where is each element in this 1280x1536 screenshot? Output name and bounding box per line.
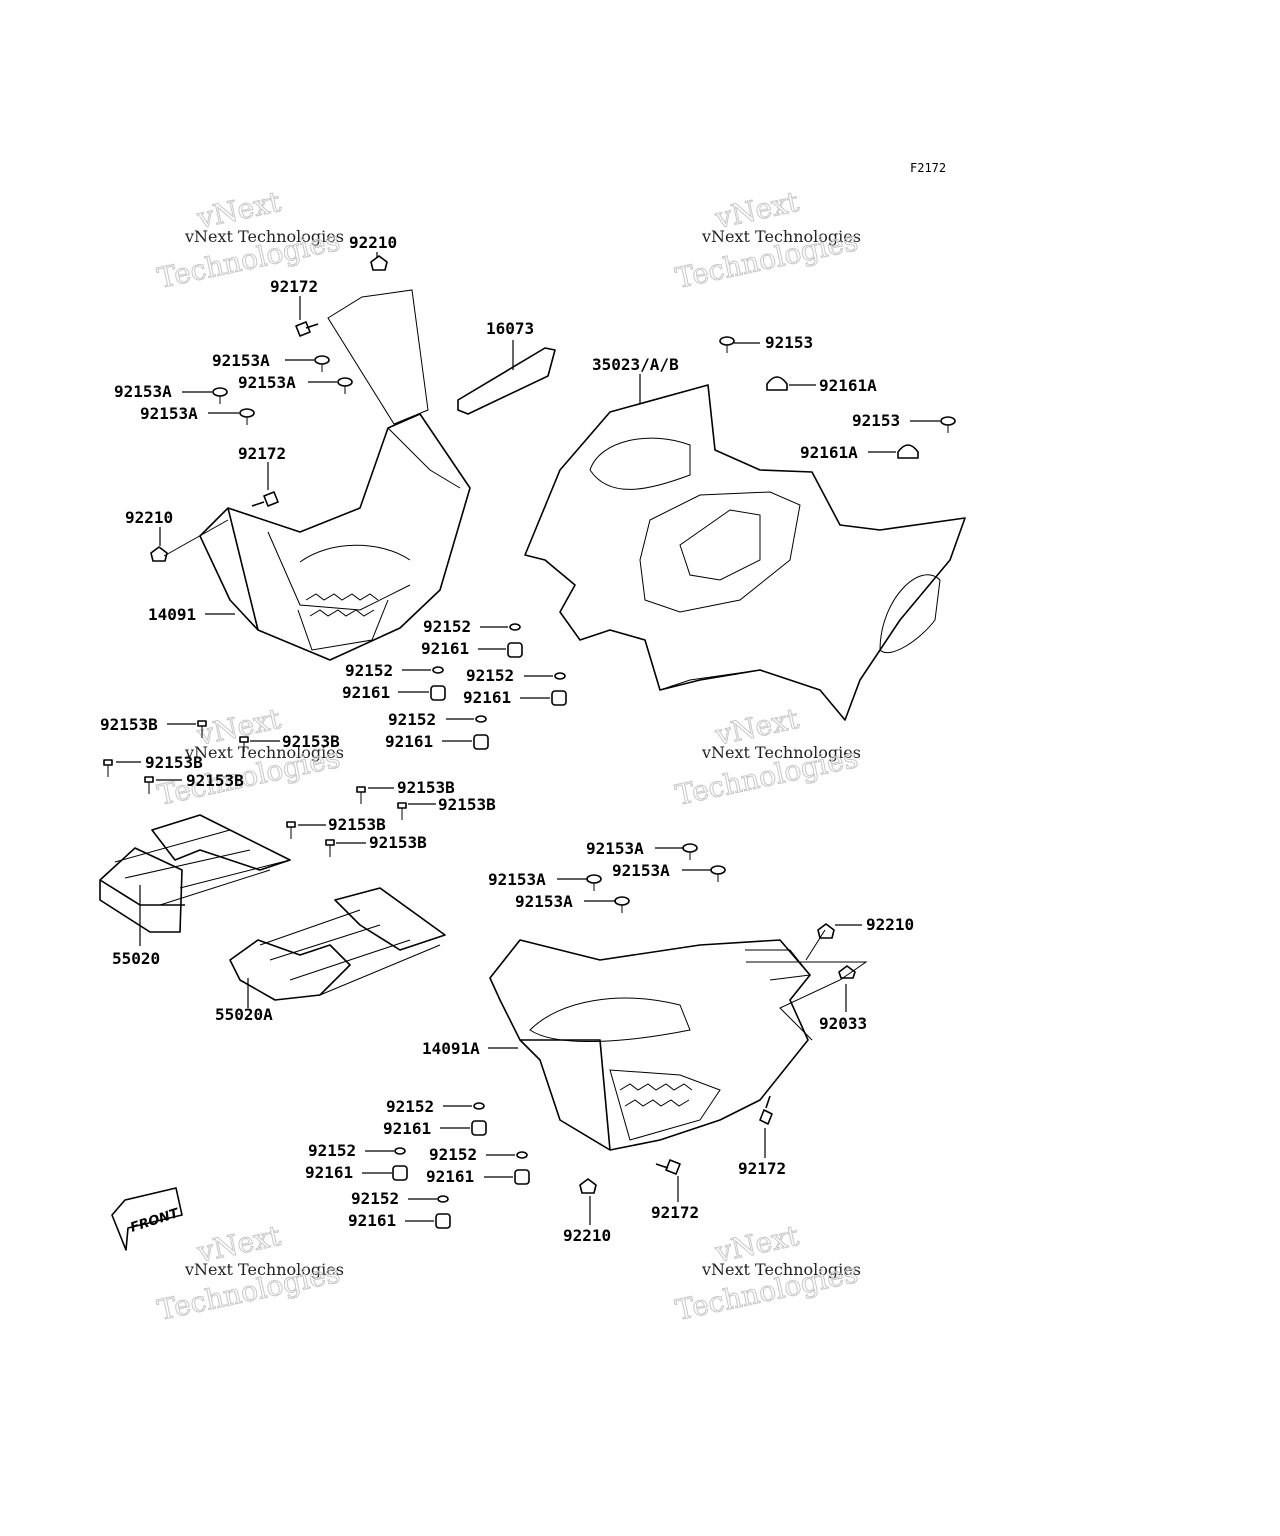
part-label: 92153A [114,382,172,401]
clip-nut-icon [579,1178,597,1194]
part-label: 92153B [282,732,340,751]
bolt-icon [759,1095,773,1125]
part-label: 92161A [800,443,858,462]
part-label: 92152 [308,1141,356,1160]
bolt-icon [295,321,319,337]
cap-icon [897,444,919,459]
part-label: 92161 [348,1211,396,1230]
rear-fender-drawing [524,384,966,721]
front-label: FRONT [129,1206,182,1236]
part-label: 92152 [429,1145,477,1164]
part-label: 92033 [819,1014,867,1033]
part-label: 92172 [270,277,318,296]
part-label: 92161 [385,732,433,751]
part-label: 92153B [186,771,244,790]
part-label: 92152 [345,661,393,680]
part-label: 92161 [421,639,469,658]
front-direction-arrow: FRONT [111,1187,183,1251]
part-label: 92172 [651,1203,699,1222]
part-label: 92153A [586,839,644,858]
part-label: 92210 [866,915,914,934]
clip-nut-icon [370,255,388,271]
part-label: 14091A [422,1039,480,1058]
part-label: 92153B [100,715,158,734]
watermark-mid-right: vNext vNext Technologies Technologies [672,701,861,812]
clip-nut-icon [150,546,168,562]
watermark-top-right: vNext vNext Technologies Technologies [672,184,861,295]
watermark-bottom-right: vNext vNext Technologies Technologies [672,1218,861,1327]
part-label: 92153B [438,795,496,814]
part-label: 92152 [423,617,471,636]
part-label: 92153B [145,753,203,772]
bolt-icon [655,1159,681,1175]
part-labels: 92210 92172 92153A 92153A 92153A 92153A … [100,233,914,1245]
part-label: 92153 [852,411,900,430]
watermark-bottom-left: vNext vNext Technologies Technologies [154,1218,344,1327]
part-label: 55020 [112,949,160,968]
svg-text:vNext Technologies: vNext Technologies [701,743,861,762]
part-label: 92161A [819,376,877,395]
clip-nut-icon [817,923,835,939]
part-label: 92210 [349,233,397,252]
part-label: 92153A [140,404,198,423]
bolt-icon [251,491,279,507]
part-label: 92153 [765,333,813,352]
part-label: 92161 [305,1163,353,1182]
part-label: 92210 [563,1226,611,1245]
part-label: 92161 [383,1119,431,1138]
footrest-55020A-drawing [229,887,446,1001]
svg-text:vNext Technologies: vNext Technologies [184,227,344,246]
part-label: 16073 [486,319,534,338]
leader-lines [116,252,940,1225]
part-label: 92161 [463,688,511,707]
svg-text:vNext Technologies: vNext Technologies [701,1260,861,1279]
part-label: 92172 [238,444,286,463]
part-label: 92161 [342,683,390,702]
part-label: 92152 [386,1097,434,1116]
part-label: 92152 [351,1189,399,1208]
part-label: 35023/A/B [592,355,679,374]
right-front-fender-drawing [489,939,811,1151]
part-label: 14091 [148,605,196,624]
part-label: 92153B [397,778,455,797]
part-label: 92210 [125,508,173,527]
grommet-and-washer-icons [392,623,567,1229]
figure-code: F2172 [910,161,946,175]
footrest-55020-drawing [99,814,291,933]
part-label: 92153A [238,373,296,392]
grommet-icon [838,965,856,979]
panel-16073-drawing [457,347,556,415]
part-label: 92153B [369,833,427,852]
part-label: 92161 [426,1167,474,1186]
left-front-fender-drawing [199,413,471,661]
rivet-icons [212,336,956,913]
part-label: 92153B [328,815,386,834]
part-label: 92153A [488,870,546,889]
svg-text:vNext Technologies: vNext Technologies [184,1260,344,1279]
part-label: 92153A [612,861,670,880]
cap-icon [766,376,788,391]
part-label: 92153A [515,892,573,911]
part-label: 92152 [466,666,514,685]
part-label: 92153A [212,351,270,370]
bolt-b-icons [103,720,407,857]
svg-text:vNext Technologies: vNext Technologies [184,743,344,762]
part-label: 55020A [215,1005,273,1024]
svg-text:vNext Technologies: vNext Technologies [701,227,861,246]
part-label: 92172 [738,1159,786,1178]
part-label: 92152 [388,710,436,729]
